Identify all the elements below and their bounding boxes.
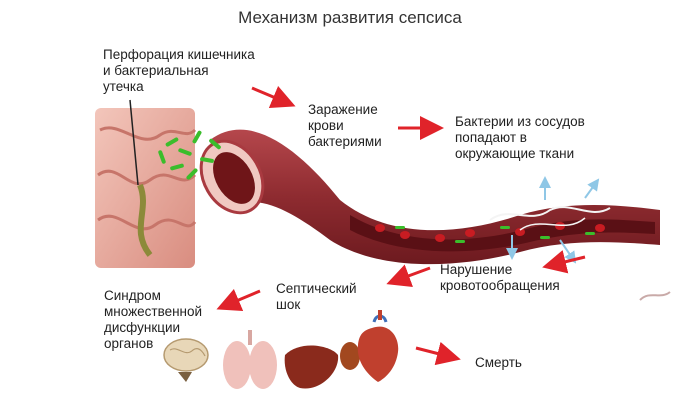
- arrow-to-death: [415, 341, 461, 366]
- diagram-title: Механизм развития сепсиса: [238, 8, 462, 27]
- blood-vessel: [199, 129, 660, 265]
- arrow-to-infection: [251, 85, 296, 109]
- heart-icon: [357, 310, 399, 382]
- pointer-line: [129, 99, 139, 186]
- liver-icon: [284, 345, 339, 389]
- bacteria-cluster: [158, 130, 221, 180]
- brain-icon: [163, 338, 209, 382]
- tissue-detail: [639, 291, 671, 301]
- label-bacteria-exit: Бактерии из сосудов попадают в окружающи…: [455, 114, 585, 161]
- arrow-to-syndrome: [216, 288, 261, 312]
- label-infection: Заражение крови бактериями: [308, 102, 382, 149]
- kidney-icon: [340, 342, 360, 370]
- lungs-icon: [223, 330, 277, 389]
- label-shock: Септический шок: [276, 281, 357, 312]
- arrow-to-circulation: [542, 250, 586, 274]
- label-circulation: Нарушение кровотообращения: [440, 262, 560, 293]
- flow-arrows: [216, 85, 586, 366]
- label-syndrome: Синдром множественной дисфункции органов: [104, 288, 203, 351]
- intestine-tissue: [95, 108, 197, 268]
- label-death: Смерть: [475, 355, 522, 370]
- label-perforation: Перфорация кишечника и бактериальная уте…: [103, 47, 255, 94]
- arrow-to-shock: [386, 264, 431, 288]
